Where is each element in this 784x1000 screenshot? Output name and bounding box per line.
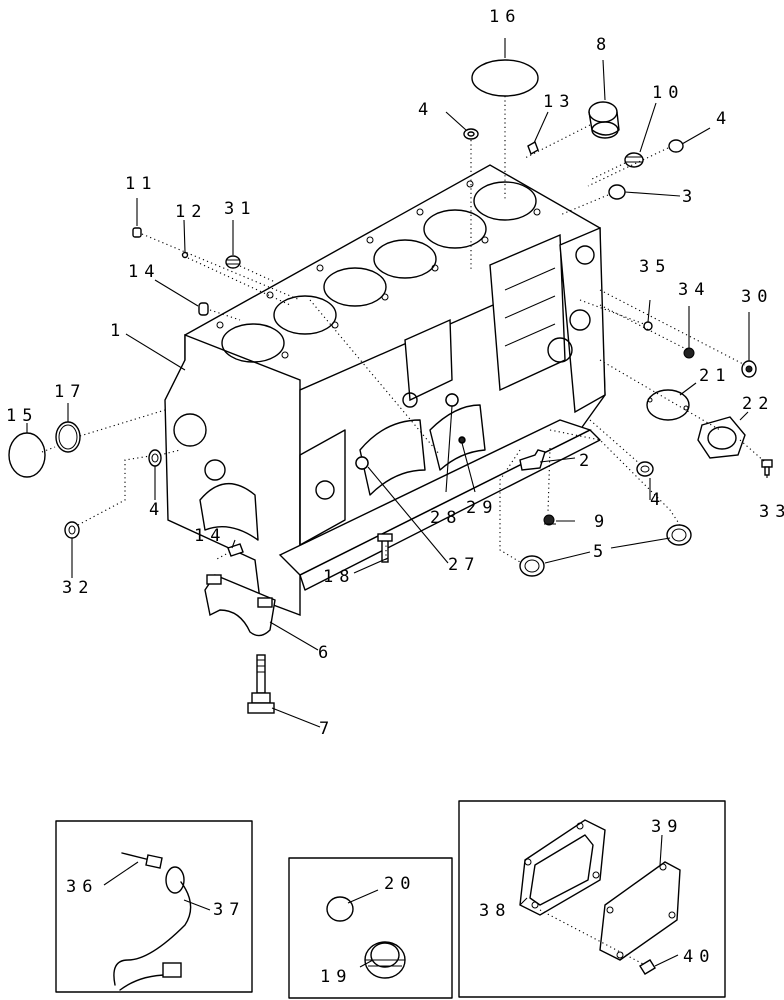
- callout-39: 39: [651, 817, 683, 837]
- explode-lines: [41, 96, 766, 563]
- plug-31: [225, 255, 241, 269]
- plug-30: [741, 360, 757, 378]
- callout-37: 37: [213, 900, 245, 920]
- plug-5-left: [519, 555, 545, 577]
- pin-13: [527, 140, 539, 156]
- cylinder-bores: [216, 180, 541, 363]
- callout-19: 19: [320, 967, 352, 987]
- callout-9: 9: [594, 512, 610, 532]
- inset-box-cover: [458, 800, 726, 998]
- callout-34: 34: [678, 280, 710, 300]
- ring-17: [55, 421, 81, 453]
- plug-35: [643, 321, 653, 331]
- gasket-21: [646, 389, 690, 421]
- callout-30: 30: [741, 287, 773, 307]
- inset-box-sensor: [55, 820, 253, 993]
- pin-12: [181, 251, 189, 259]
- engine-block: [164, 164, 606, 617]
- callout-36: 36: [66, 877, 98, 897]
- bearing-cap-6: [204, 574, 276, 637]
- callout-7: 7: [319, 719, 335, 739]
- plug-4-left: [148, 449, 162, 467]
- callout-18: 18: [323, 567, 355, 587]
- callout-3: 3: [682, 187, 698, 207]
- plug-5-right: [666, 524, 692, 546]
- callout-16: 16: [489, 7, 521, 27]
- plug-10: [624, 152, 644, 168]
- callout-29: 29: [466, 498, 498, 518]
- callout-22: 22: [742, 394, 774, 414]
- plug-28: [445, 393, 459, 407]
- dowel-14-bottom: [227, 543, 244, 557]
- sleeve-8: [588, 101, 620, 139]
- callout-21: 21: [699, 366, 731, 386]
- plug-15: [8, 432, 46, 478]
- leader-lines: [26, 38, 768, 728]
- callout-10: 10: [652, 83, 684, 103]
- fitting-2: [519, 449, 546, 471]
- bolt-18: [377, 533, 393, 563]
- plug-11: [132, 227, 142, 238]
- callout-20: 20: [384, 874, 416, 894]
- callout-31: 31: [224, 199, 256, 219]
- inset-box-plug: [288, 857, 453, 999]
- dowel-14-top: [198, 302, 209, 316]
- callout-17: 17: [54, 382, 86, 402]
- callout-14-top: 14: [128, 262, 160, 282]
- plug-3: [608, 184, 626, 200]
- callout-11: 11: [125, 174, 157, 194]
- callout-38: 38: [479, 901, 511, 921]
- callout-4-lower-right: 4: [650, 490, 666, 510]
- callout-4-left: 4: [149, 500, 165, 520]
- plug-9: [543, 514, 556, 526]
- bolt-33: [761, 459, 773, 476]
- callout-32: 32: [62, 578, 94, 598]
- callout-28: 28: [430, 508, 462, 528]
- plug-34: [683, 347, 695, 359]
- plug-4-lower-right: [636, 461, 654, 477]
- callout-15: 15: [6, 406, 38, 426]
- callout-4-right-top: 4: [716, 109, 732, 129]
- callout-4-top: 4: [418, 100, 434, 120]
- callout-8: 8: [596, 35, 612, 55]
- plug-4-right-top: [668, 139, 684, 153]
- callout-1: 1: [110, 321, 126, 341]
- callout-2: 2: [579, 451, 595, 471]
- plug-32: [64, 521, 80, 539]
- plug-4-top: [463, 128, 479, 140]
- callout-27: 27: [448, 555, 480, 575]
- callout-13: 13: [543, 92, 575, 112]
- cover-22: [697, 416, 746, 459]
- plug-16: [471, 59, 539, 97]
- bolt-7: [247, 654, 275, 714]
- callout-33: 33: [759, 502, 784, 522]
- callout-5: 5: [593, 542, 609, 562]
- callout-12: 12: [175, 202, 207, 222]
- callout-labels: 16 8 10 13 4 4 3 11 12 31 14 1 15 17 4 3…: [6, 7, 784, 987]
- callout-6: 6: [318, 643, 334, 663]
- callout-35: 35: [639, 257, 671, 277]
- plug-27: [355, 456, 369, 470]
- plug-29: [459, 437, 465, 443]
- callout-14-bottom: 14: [194, 526, 226, 546]
- callout-40: 40: [683, 947, 715, 967]
